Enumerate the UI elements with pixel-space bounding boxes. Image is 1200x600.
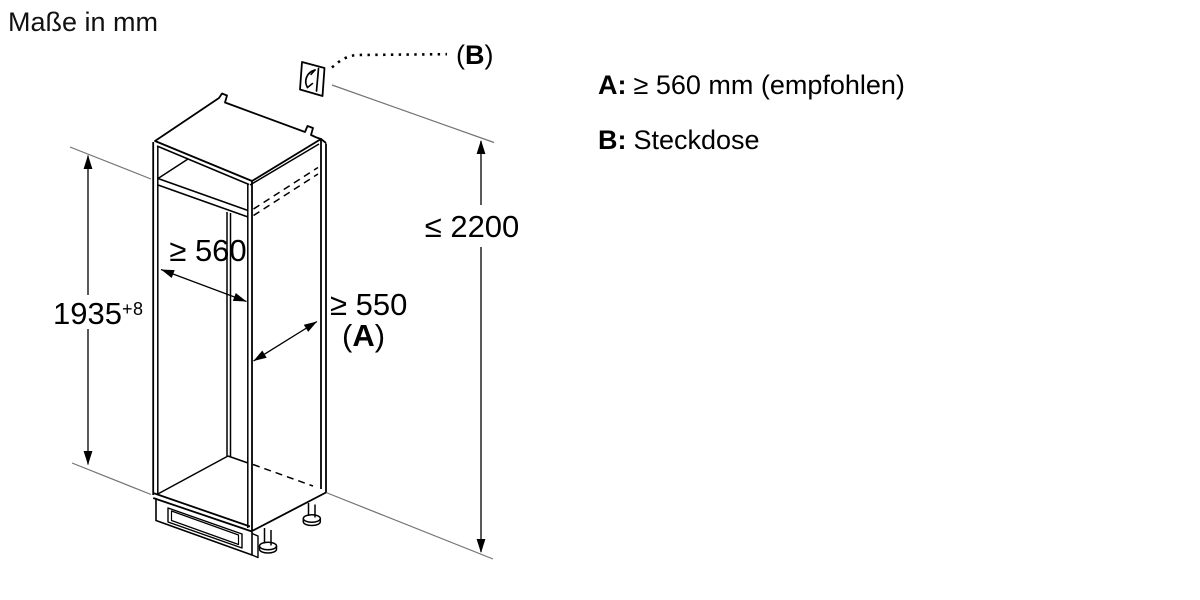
top-face-inner-right-edge [249,143,320,186]
arrowhead-550-front [253,350,267,361]
plinth-right-return [251,532,259,559]
floor-line-right [325,491,494,560]
cabinet-hidden-edges [252,166,319,487]
top-face [154,92,322,182]
niche-ceiling-front-edge-top [157,177,249,212]
plinth-recessed-panel-inner [170,510,240,546]
dimension-label-depth-ref: (A) [342,318,386,353]
niche-floor-front-edge-top [152,492,251,528]
right-foot-base-top [302,513,322,524]
niche-ceiling-left-edge [157,158,189,180]
socket-ref-letter: B [465,40,485,70]
socket-line [315,67,320,92]
legend-a-text: ≥ 560 mm (empfohlen) [633,70,905,100]
dimension-label-niche-height: 1935+8 [53,296,144,331]
hidden-ceiling-edge-top [253,166,319,210]
arrowhead-2200-down [476,539,486,553]
top-face-inner-front-edge [156,145,250,186]
drawing-title: Maße in mm [8,7,159,37]
extension-line-top-left [69,146,152,180]
paren-open: ( [342,318,353,353]
dimension-label-depth: ≥ 550 [330,287,408,322]
hidden-ceiling-edge-bottom [253,173,319,217]
niche-floor-left-edge [157,455,229,495]
depth-ref-letter: A [352,318,375,353]
right-face-bottom-edge [251,491,327,532]
socket-prong-bottom [306,82,314,89]
dotted-leader-line [331,52,448,69]
legend-item-b: B:Steckdose [598,125,760,156]
dimension-label-max-height: ≤ 2200 [424,209,520,244]
extension-lines [69,84,495,560]
niche-height-value: 1935 [53,296,122,331]
socket-arc [304,69,316,89]
socket-icon [299,61,326,97]
front-foot-base-top [258,541,278,551]
plinth-recessed-panel [167,507,243,549]
arrowhead-1935-down [83,451,93,465]
paren-open: ( [456,40,465,70]
legend-b-key: B: [598,125,627,155]
arrowhead-560-right [232,293,247,302]
dimension-label-niche-width: ≥ 560 [169,233,247,268]
cabinet-outline [152,92,327,533]
arrowhead-1935-up [83,155,93,169]
niche-floor-back-edge [227,455,249,464]
socket-leader-line [331,84,495,144]
niche-height-tolerance: +8 [121,299,144,319]
arrowhead-550-back [303,321,317,332]
legend-item-a: A:≥ 560 mm (empfohlen) [598,70,905,101]
dimension-lines [87,141,482,552]
extension-line-bottom-left [71,462,152,496]
leveling-feet [258,503,322,554]
legend-a-key: A: [598,70,627,100]
arrowhead-560-left [161,269,175,278]
hidden-floor-back-edge [252,463,314,487]
arrowhead-2200-up [476,140,486,154]
front-foot-base-bottom [258,546,278,554]
paren-close: ) [484,40,494,70]
right-foot-base-bottom [302,518,322,527]
socket-ref-label: (B) [456,41,494,69]
paren-close: ) [374,318,386,353]
dim-line-560 [160,268,247,303]
niche-ceiling-front-edge-bottom [157,184,249,218]
plinth [155,498,259,559]
dimension-arrowheads [83,140,486,553]
socket-prong-top [310,69,316,76]
niche-floor-front-edge-bottom [152,497,253,533]
socket-outline [299,61,326,97]
legend-b-text: Steckdose [633,125,760,155]
plinth-face [155,498,253,556]
